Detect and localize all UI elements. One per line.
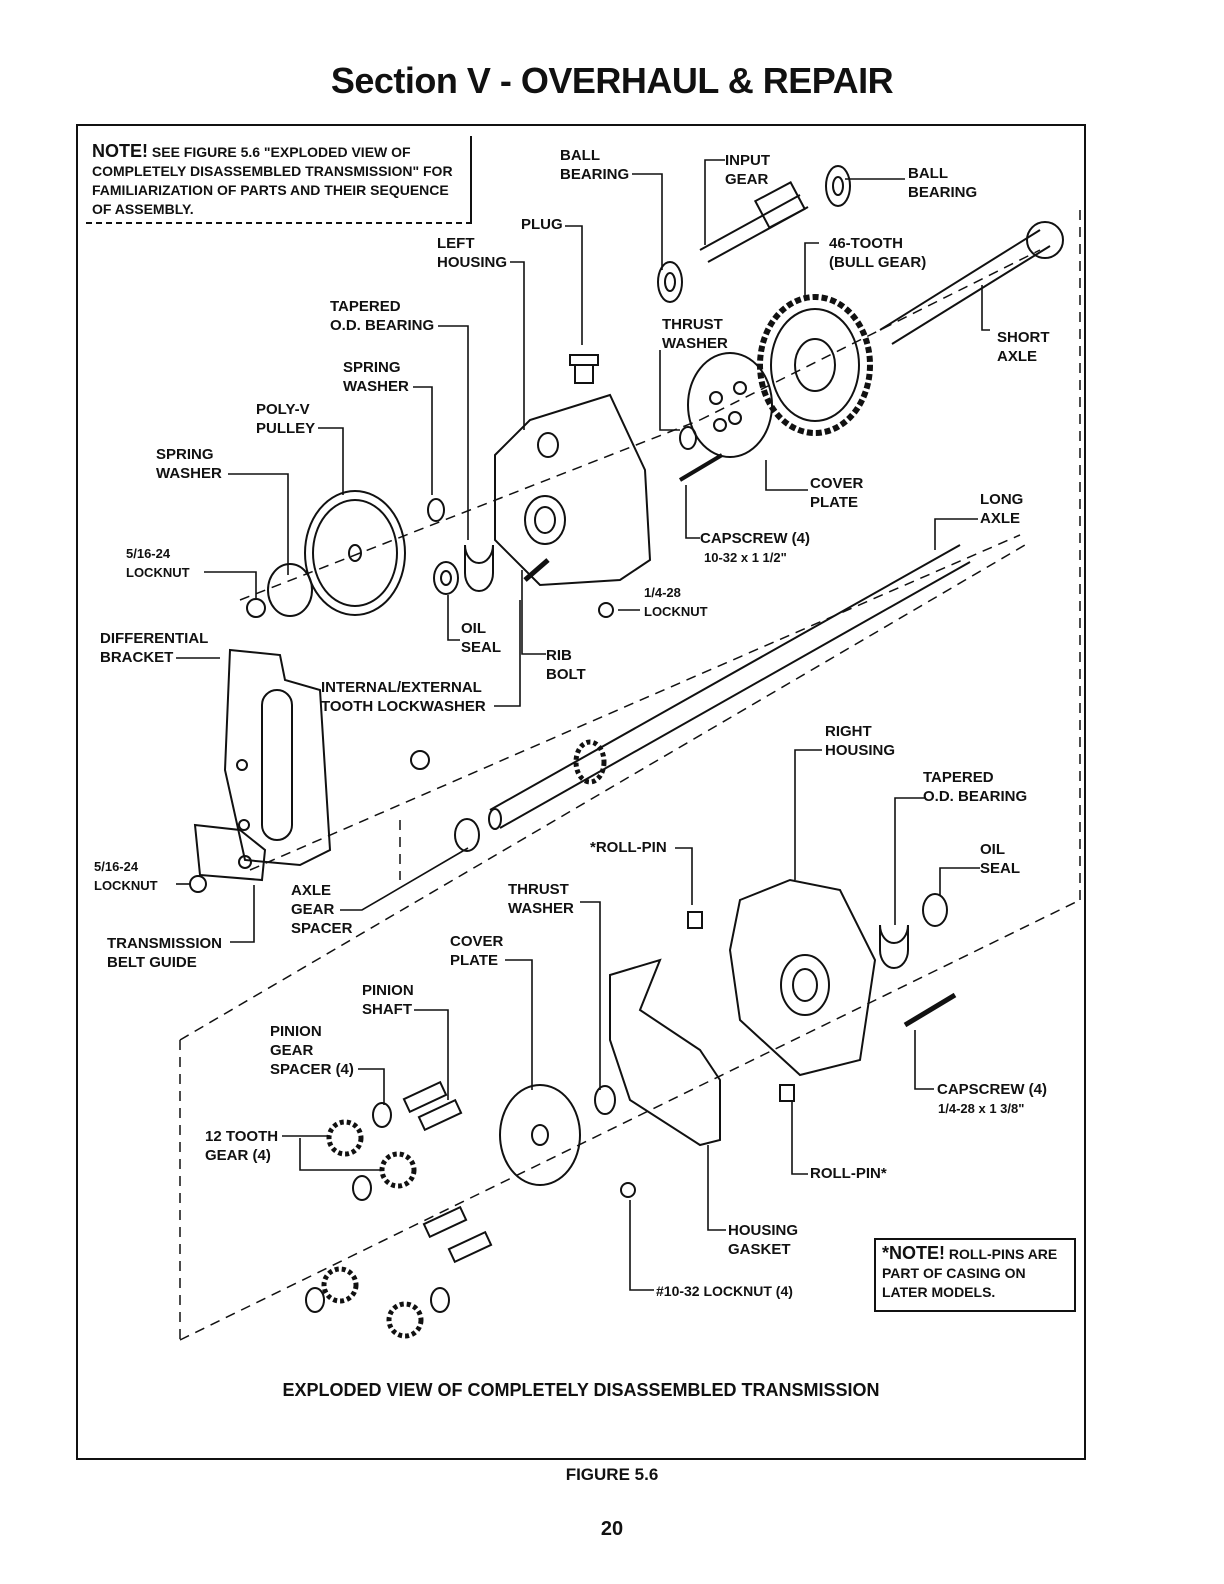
label-short-axle: SHORT AXLE (997, 329, 1050, 365)
label-poly-v-pulley: POLY-V PULLEY (256, 401, 316, 437)
locknut-516-bottom (189, 875, 207, 893)
note-bottom: *NOTE! ROLL-PINS ARE PART OF CASING ON L… (874, 1238, 1076, 1312)
note-bottom-text: ROLL-PINS ARE PART OF CASING ON LATER MO… (882, 1246, 1058, 1300)
label-roll-pin-bottom: ROLL-PIN* (810, 1165, 887, 1182)
thrust-washer-top (679, 426, 697, 450)
tapered-bearing-top (464, 544, 494, 592)
rib-bolt (523, 558, 550, 582)
note-top-border (86, 136, 472, 224)
oil-seal-top (433, 561, 459, 595)
bull-gear (757, 294, 873, 436)
label-housing-gasket: HOUSING GASKET (728, 1222, 799, 1258)
label-tapered-bearing-top: TAPERED O.D. BEARING (330, 298, 435, 334)
label-ball-bearing-right: BALL BEARING (908, 165, 978, 201)
poly-v-pulley (304, 490, 406, 616)
label-lockwasher: INTERNAL/EXTERNAL TOOTH LOCKWASHER (321, 679, 486, 715)
label-spring-washer-mid: SPRING WASHER (343, 359, 409, 395)
label-right-housing: RIGHT HOUSING (825, 723, 896, 759)
ball-bearing-top (657, 261, 683, 303)
locknut-516-top (246, 598, 266, 618)
spring-washer-mid (427, 498, 445, 522)
label-rib-bolt: RIB BOLT (546, 647, 586, 683)
right-housing (728, 878, 877, 1077)
differential-bracket (223, 648, 332, 867)
label-left-housing: LEFT HOUSING (437, 235, 508, 271)
thrust-washer-bottom (594, 1085, 616, 1115)
axle-gear-spacer (454, 818, 480, 852)
label-locknut-516-top: 5/16-24 LOCKNUT (126, 546, 190, 580)
label-locknut-14: 1/4-28 LOCKNUT (644, 585, 708, 619)
roll-pin-top (687, 911, 703, 929)
label-thrust-washer-bottom: THRUST WASHER (508, 881, 574, 917)
label-capscrew-top: CAPSCREW (4) (700, 530, 811, 547)
roll-pin-bottom (779, 1084, 795, 1102)
transmission-belt-guide (193, 823, 267, 882)
label-capscrew-top-size: 10-32 x 1 1/2" (704, 550, 787, 565)
label-thrust-washer-top: THRUST WASHER (662, 316, 728, 352)
label-pinion-shaft: PINION SHAFT (362, 982, 414, 1018)
spring-washer-left (267, 563, 313, 617)
figure-frame (76, 124, 1086, 1460)
cover-plate-bottom (499, 1084, 581, 1186)
label-locknut-1032: #10-32 LOCKNUT (4) (656, 1283, 793, 1299)
assembly-axis-lines (179, 210, 1081, 1341)
label-plug: PLUG (521, 216, 563, 233)
label-tapered-bearing-bottom: TAPERED O.D. BEARING (923, 769, 1028, 805)
note-top-text: SEE FIGURE 5.6 "EXPLODED VIEW OF COMPLET… (92, 144, 453, 217)
label-long-axle: LONG AXLE (980, 491, 1024, 527)
locknut-14 (598, 602, 614, 618)
figure-label: FIGURE 5.6 (565, 1465, 659, 1484)
label-cover-plate-bottom: COVER PLATE (450, 933, 504, 969)
label-twelve-tooth-gear: 12 TOOTH GEAR (4) (205, 1128, 279, 1164)
label-ball-bearing-top: BALL BEARING (560, 147, 630, 183)
label-cover-plate-top: COVER PLATE (810, 475, 864, 511)
label-oil-seal-bottom: OIL SEAL (980, 841, 1021, 877)
label-differential-bracket: DIFFERENTIAL BRACKET (100, 630, 209, 666)
label-bull-gear: 46-TOOTH (BULL GEAR) (829, 235, 927, 271)
label-pinion-gear-spacer: PINION GEAR SPACER (4) (270, 1023, 354, 1078)
note-bottom-prefix: *NOTE! (882, 1243, 945, 1263)
pinion-parts (305, 1080, 493, 1339)
long-axle (488, 544, 971, 830)
diagram-caption: EXPLODED VIEW OF COMPLETELY DISASSEMBLED… (282, 1380, 880, 1400)
plug (569, 354, 599, 384)
page-title: Section V - OVERHAUL & REPAIR (330, 60, 894, 101)
label-input-gear: INPUT GEAR (725, 152, 770, 188)
label-transmission-belt-guide: TRANSMISSION BELT GUIDE (107, 935, 223, 971)
axle-gear (573, 739, 607, 785)
page-number: 20 (600, 1518, 624, 1540)
input-gear-shaft (699, 181, 809, 263)
locknut-1032 (620, 1182, 636, 1198)
lockwasher (410, 750, 430, 770)
note-top: NOTE! SEE FIGURE 5.6 "EXPLODED VIEW OF C… (92, 142, 468, 219)
label-oil-seal-top: OIL SEAL (461, 620, 502, 656)
note-top-prefix: NOTE! (92, 141, 148, 161)
label-roll-pin-top: *ROLL-PIN (590, 839, 667, 856)
tapered-bearing-bottom (879, 924, 909, 969)
ball-bearing-right (825, 165, 851, 207)
cover-plate-top (687, 352, 773, 458)
label-locknut-516-bottom: 5/16-24 LOCKNUT (94, 859, 158, 893)
label-axle-gear-spacer: AXLE GEAR SPACER (291, 882, 353, 937)
housing-gasket (609, 958, 721, 1147)
label-capscrew-bottom-size: 1/4-28 x 1 3/8" (938, 1101, 1025, 1116)
capscrew-bottom (903, 992, 957, 1028)
short-axle (879, 221, 1064, 345)
label-capscrew-bottom: CAPSCREW (4) (937, 1081, 1048, 1098)
left-housing (494, 393, 652, 587)
oil-seal-bottom (922, 893, 948, 927)
leader-lines (176, 159, 990, 1291)
label-spring-washer-left: SPRING WASHER (156, 446, 222, 482)
capscrew-top (678, 453, 724, 482)
